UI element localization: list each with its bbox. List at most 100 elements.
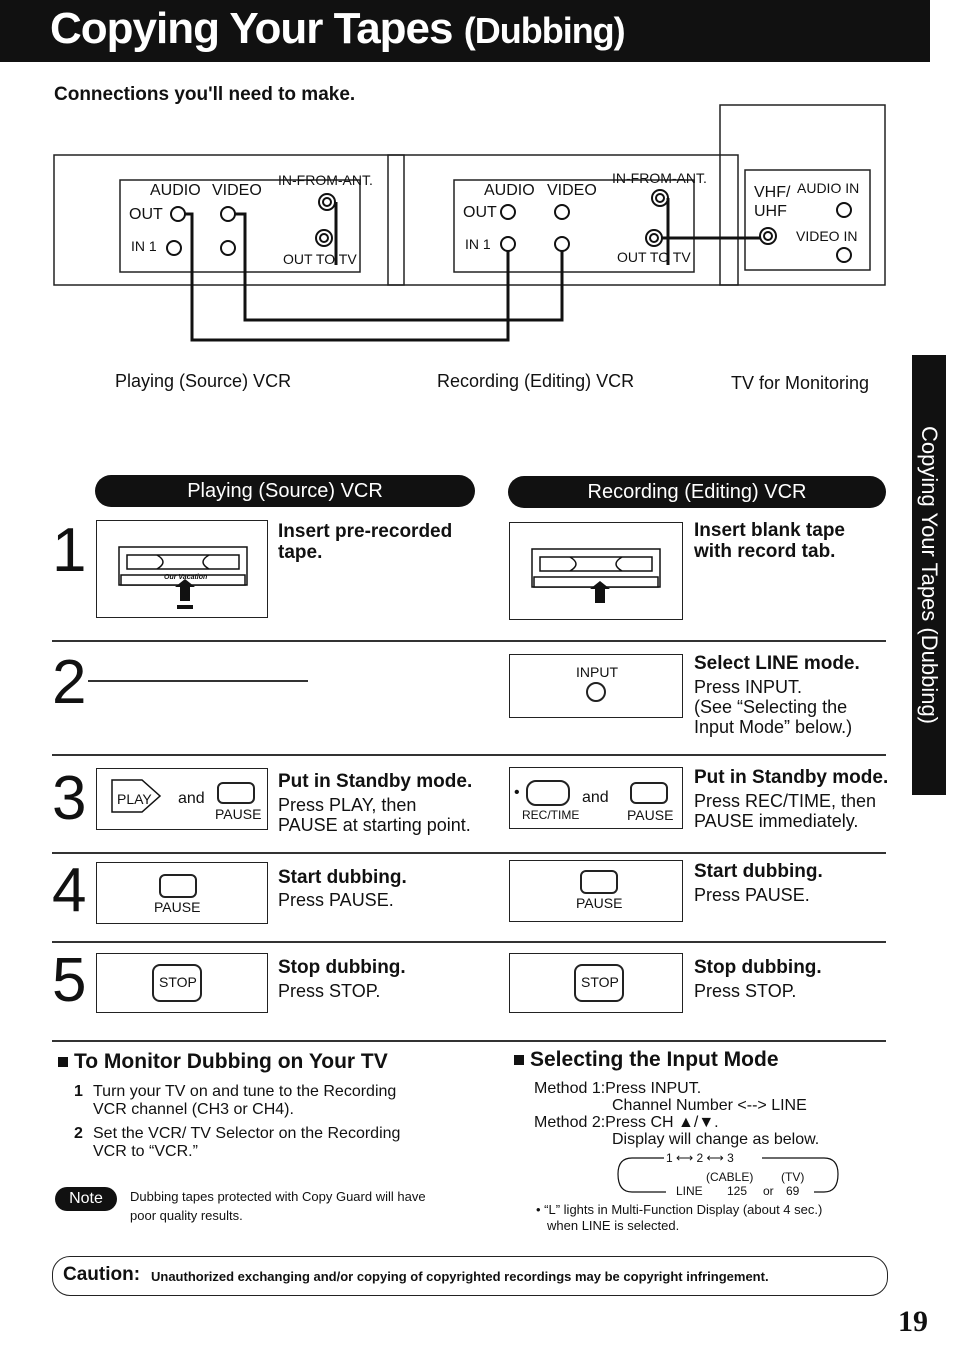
tv-video-in-label: VIDEO IN (796, 228, 858, 244)
vcr2-audio-label: AUDIO (484, 182, 535, 199)
step-4-number: 4 (52, 856, 87, 925)
tv-uhf-label: UHF (754, 203, 787, 220)
tv-caption: TV for Monitoring (731, 373, 870, 393)
vcr1-out-tv-label: OUT TO TV (283, 251, 357, 267)
vcr2-panel (453, 179, 695, 273)
tv-vhf-jack (759, 227, 777, 245)
vcr1-in1-label: IN 1 (131, 238, 157, 254)
step3-left-heading: Put in Standby mode. (278, 771, 473, 792)
monitor-item2-text2: VCR to “VCR.” (93, 1143, 198, 1160)
method1-text: Method 1:Press INPUT. (534, 1080, 702, 1097)
and-label: and (582, 789, 609, 806)
right-column-header: Recording (Editing) VCR (508, 476, 886, 508)
vcr2-ant-in-jack (651, 189, 669, 207)
step4-right-text: Press PAUSE. (694, 885, 810, 905)
step5-right-illustration (509, 953, 683, 1013)
method1-text2: Channel Number <--> LINE (612, 1097, 807, 1114)
vcr2-video-label: VIDEO (547, 182, 597, 199)
vcr2-out-tv-label: OUT TO TV (617, 249, 691, 265)
monitor-item1-number: 1 (74, 1083, 83, 1100)
vcr1-ant-label: IN-FROM-ANT. (278, 172, 373, 188)
step-2-number: 2 (52, 648, 87, 717)
vcr1-audio-in-jack (166, 240, 182, 256)
stop-label: STOP (159, 974, 197, 990)
page-number: 19 (898, 1305, 928, 1338)
step1-left-heading: Insert pre-recorded tape. (278, 521, 453, 563)
connection-diagram (53, 104, 886, 342)
vcr2-out-label: OUT (463, 204, 497, 221)
vcr1-ant-in-jack (318, 193, 336, 211)
stop-label: STOP (581, 974, 619, 990)
step3-left-illustration (96, 768, 268, 830)
vcr2-audio-out-jack (500, 204, 516, 220)
vcr1-out-label: OUT (129, 206, 163, 223)
vcr1-caption: Playing (Source) VCR (115, 371, 292, 391)
insert-tape-icon (118, 546, 248, 609)
input-mode-note2: when LINE is selected. (547, 1218, 680, 1233)
tv-vhf-label: VHF/ (754, 184, 791, 201)
cables (185, 198, 760, 342)
pause-label: PAUSE (215, 806, 262, 822)
divider (52, 640, 886, 642)
step-1-number: 1 (52, 516, 87, 585)
channel-69: 69 (786, 1184, 800, 1198)
stop-button-icon (574, 964, 624, 1002)
divider (52, 941, 886, 943)
step5-left-heading: Stop dubbing. (278, 957, 406, 978)
vcr1-body (53, 154, 405, 286)
vcr2-video-in-jack (554, 236, 570, 252)
rec-time-button-icon (526, 780, 570, 806)
note-text2: poor quality results. (130, 1208, 243, 1223)
pause-label: PAUSE (627, 807, 674, 823)
step2-right-text2: (See “Selecting the (694, 697, 848, 717)
vcr2-audio-in-jack (500, 236, 516, 252)
vcr1-audio-out-jack (170, 206, 186, 222)
step2-blank-line (88, 680, 308, 682)
step1-left-illustration (96, 520, 268, 618)
monitor-item1-text: Turn your TV on and tune to the Recordin… (93, 1083, 397, 1100)
vcr1-audio-label: AUDIO (150, 182, 201, 199)
step5-right-text: Press STOP. (694, 981, 797, 1001)
tape-label: Our Vacation (164, 574, 208, 581)
vcr2-out-tv-jack (645, 229, 663, 247)
pause-button-icon (580, 870, 618, 894)
step2-right-text3: Input Mode” below.) (694, 717, 853, 737)
vcr1-out-tv-jack (315, 229, 333, 247)
and-label: and (178, 790, 205, 807)
pause-label: PAUSE (154, 899, 201, 915)
divider (52, 852, 886, 854)
tv-body (719, 104, 886, 286)
step4-left-text: Press PAUSE. (278, 890, 394, 910)
pause-label: PAUSE (576, 895, 623, 911)
step4-left-heading: Start dubbing. (278, 867, 407, 888)
channel-cycle-diagram (617, 1157, 839, 1193)
caution-box: Caution: Unauthorized exchanging and/or … (52, 1256, 888, 1296)
step2-input-illustration (509, 654, 683, 718)
input-button-label: INPUT (576, 664, 618, 680)
tv-audio-in-label: AUDIO IN (797, 180, 860, 196)
step3-right-illustration (509, 767, 683, 829)
step1-right-illustration (509, 522, 683, 620)
step4-left-illustration (96, 862, 268, 924)
cable-label: (CABLE) (706, 1170, 754, 1184)
step-3-number: 3 (52, 764, 87, 833)
step3-right-heading: Put in Standby mode. (694, 767, 889, 788)
divider (52, 1040, 886, 1042)
pause-button-icon (159, 874, 197, 898)
vcr2-video-out-jack (554, 204, 570, 220)
step3-right-text1: Press REC/TIME, then (694, 791, 877, 811)
tv-panel (744, 169, 871, 271)
input-button-icon (586, 682, 606, 702)
or-label: or (763, 1184, 774, 1198)
vcr1-video-out-jack (220, 206, 236, 222)
step3-left-text2: PAUSE at starting point. (278, 815, 471, 835)
step2-right-text1: Press INPUT. (694, 677, 803, 697)
left-column-header: Playing (Source) VCR (95, 475, 475, 507)
channel-125: 125 (727, 1184, 748, 1198)
play-label: PLAY (117, 791, 152, 807)
note-badge: Note (55, 1187, 117, 1211)
step5-right-heading: Stop dubbing. (694, 957, 822, 978)
vcr2-in1-label: IN 1 (465, 236, 491, 252)
monitor-item2-text: Set the VCR/ TV Selector on the Recordin… (93, 1125, 401, 1142)
step4-right-heading: Start dubbing. (694, 861, 823, 882)
